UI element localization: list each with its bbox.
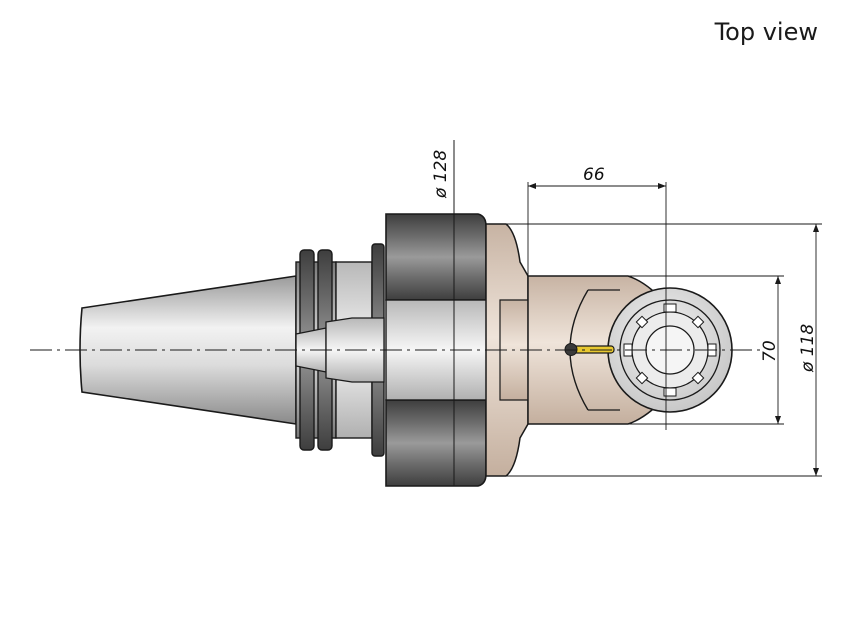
dim-70: 70 bbox=[628, 275, 784, 425]
dim-66: 66 bbox=[527, 165, 667, 430]
dim-118-label: ø 118 bbox=[798, 324, 818, 373]
dim-70-label: 70 bbox=[760, 340, 780, 362]
view-title: Top view bbox=[714, 18, 818, 46]
drive-flange bbox=[385, 213, 501, 487]
dim-128: ø 128 bbox=[431, 150, 455, 486]
dim-128-label: ø 128 bbox=[431, 150, 451, 199]
dim-118: ø 118 bbox=[486, 223, 822, 477]
dim-66-label: 66 bbox=[583, 165, 605, 185]
